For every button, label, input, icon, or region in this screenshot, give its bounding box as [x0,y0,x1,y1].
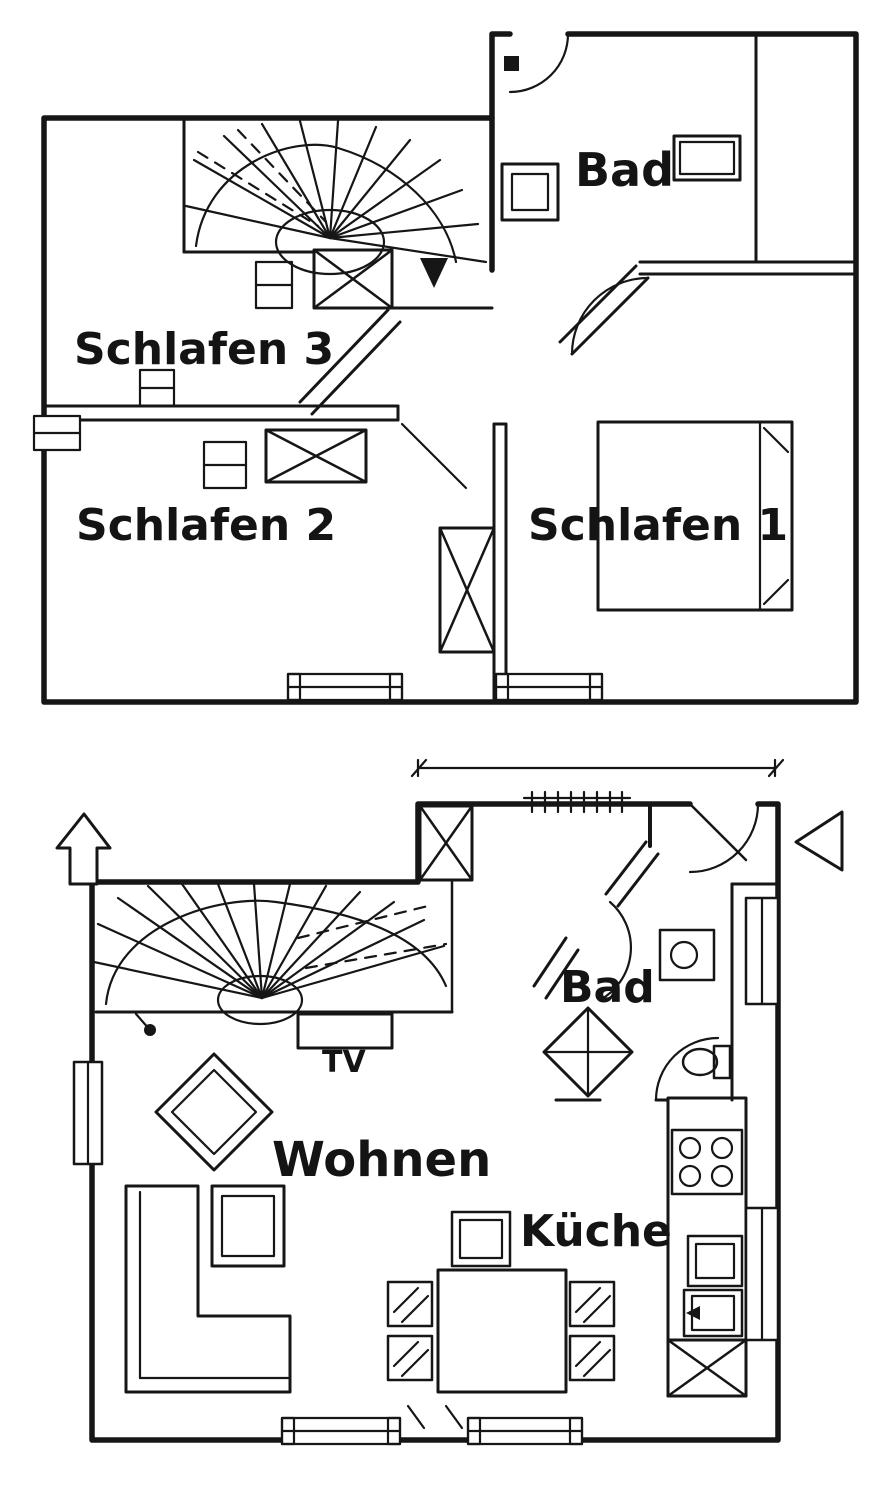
chimney-crossbox [438,526,496,654]
upper-bath-left-wall [489,31,513,273]
door-arc [654,1036,720,1102]
radiator [72,1060,104,1166]
sink [500,162,560,222]
room-label-kueche: Küche [520,1206,672,1257]
door-arc [688,802,760,874]
oven [686,1234,744,1288]
chair [386,1280,434,1328]
stair-direction-arrow-icon [420,258,448,288]
window [280,1416,402,1446]
dining-table [436,1268,568,1394]
tv-stand [296,1012,394,1050]
chair [568,1334,616,1382]
chair [386,1334,434,1382]
label-tv: TV [322,1045,366,1080]
threshold-ticks [406,1404,464,1430]
side-table [138,368,176,408]
window [744,896,780,1006]
bathtub [672,134,742,182]
door-leaf [688,802,748,862]
upper-staircase [182,116,494,310]
side-table [450,1210,512,1268]
shelf [254,260,294,310]
stove [670,1128,744,1196]
entrance-arrow-icon [794,810,844,872]
upper-outer-walls [41,31,859,705]
lower-bathroom [532,802,780,1102]
block-arrow-up-icon [55,812,112,886]
toilet [681,1044,732,1080]
stair-treads [92,882,446,1000]
chair [568,1280,616,1328]
top-wall-window-ticks [522,790,632,814]
window [466,1416,584,1446]
upper-floor-plan: Bad Schlafen 3 Schlafen 2 Schlafen 1 [32,31,859,705]
sink [658,928,716,982]
door-arc [598,900,633,1002]
faucet-arrow-icon [686,1306,700,1320]
upper-schlafen2-wardrobe [264,428,368,484]
door-leaf [400,422,468,490]
stair-headroom-dashes [296,904,448,970]
shower [542,1006,634,1098]
room-label-schlafen-1: Schlafen 1 [528,500,788,551]
switch-icon [504,56,519,71]
window [744,1206,780,1342]
kitchen-counter [666,1096,748,1398]
lounge-chair-diamond [154,1052,274,1172]
lower-staircase [92,880,454,1036]
shaft-crossbox [418,804,474,882]
stair-curve [104,899,448,1006]
stair-headroom-dashes [196,128,328,228]
stair-curve [194,143,458,264]
door-arc [508,32,570,94]
room-label-schlafen-3: Schlafen 3 [74,324,334,375]
lower-floor-plan: Bad TV Wohnen Küche [55,758,844,1446]
entrance-door [688,802,760,874]
stair-treads [184,119,488,264]
stair-newel [274,208,386,276]
room-label-wohnen: Wohnen [272,1132,491,1188]
shaft-crossbox [666,1338,748,1398]
door-arc [570,276,650,356]
kitchen-sink [682,1288,744,1338]
armchair [210,1184,286,1268]
upper-bathroom [500,32,858,276]
dimension-line [410,758,785,778]
room-label-bad-lower: Bad [560,962,655,1013]
radiator [32,414,82,452]
shaft-crossbox [312,248,394,310]
upper-schlafen1-bed [596,420,794,612]
lower-outer-walls [89,801,781,1443]
sofa [124,1184,292,1394]
room-label-bad-upper: Bad [575,143,674,197]
window [494,672,604,702]
window [286,672,404,702]
shelf [202,440,248,490]
room-label-schlafen-2: Schlafen 2 [76,500,336,551]
